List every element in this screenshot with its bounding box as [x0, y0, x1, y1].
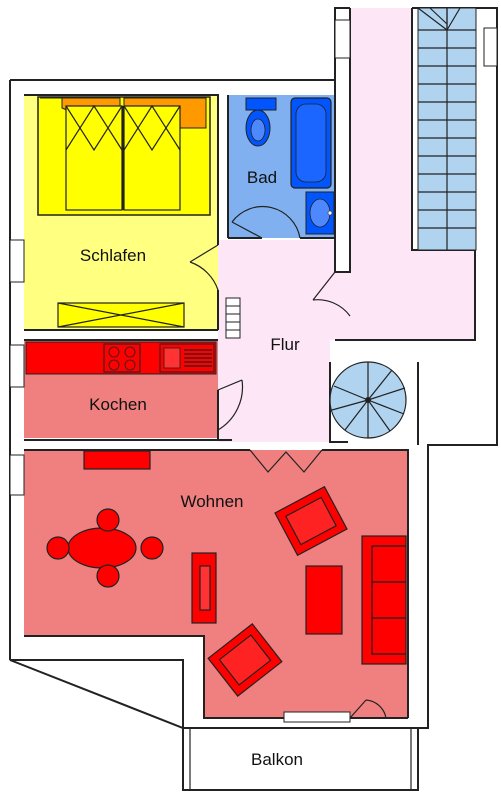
- window-balcony: [283, 711, 351, 723]
- blanket-right: [123, 105, 181, 211]
- blanket-left: [65, 105, 123, 211]
- label-schlafen: Schlafen: [80, 246, 146, 265]
- doors: [189, 205, 387, 719]
- door-wohnen: [249, 449, 323, 473]
- balcony-rail: [189, 728, 412, 790]
- window-wohnen: [9, 454, 25, 496]
- inner-wall-kochen: [24, 339, 232, 441]
- stairs-upper: [417, 7, 477, 251]
- chair-right: [140, 536, 164, 560]
- bathtub-inner: [295, 103, 327, 183]
- stove-burner-1: [108, 346, 120, 358]
- balcony: [182, 727, 419, 791]
- label-balkon: Balkon: [251, 750, 303, 769]
- window-schlafen: [9, 239, 25, 283]
- washbasin-bowl: [309, 198, 331, 228]
- stairs-winder: [417, 7, 461, 31]
- blanket-fold: [65, 104, 181, 152]
- sofa: [361, 535, 407, 665]
- chair-bottom: [96, 564, 120, 588]
- tv: [199, 565, 211, 611]
- flur-floor: [218, 8, 475, 340]
- armchair-top: [274, 485, 348, 557]
- window-top: [334, 19, 351, 59]
- chair-left: [46, 536, 70, 560]
- label-bad: Bad: [247, 168, 277, 187]
- spiral-core: [365, 397, 371, 403]
- washbasin-tap: [327, 210, 333, 216]
- bathroom-fixtures: [245, 97, 335, 235]
- chair-top: [96, 508, 120, 532]
- door-schlafen: [189, 244, 219, 291]
- door-stair: [312, 271, 351, 317]
- stove-burner-3: [108, 359, 120, 371]
- dining-table: [67, 527, 137, 569]
- inner-wall-wohnen: [24, 449, 409, 719]
- sink-basin: [163, 347, 181, 369]
- label-kochen: Kochen: [89, 395, 147, 414]
- toilet-seat: [250, 118, 266, 142]
- coffee-table: [305, 565, 343, 635]
- door-bad: [231, 205, 301, 239]
- window-right: [483, 27, 498, 67]
- door-balcony: [349, 699, 387, 719]
- sink-drainer: [184, 349, 212, 367]
- sideboard: [83, 450, 151, 470]
- inner-wall-flur-low: [329, 362, 419, 445]
- radiator-flur: [225, 297, 241, 339]
- sofa-cushions: [371, 545, 406, 655]
- label-wohnen: Wohnen: [180, 492, 243, 511]
- stove-burner-4: [124, 359, 136, 371]
- armchair-bottom: [207, 623, 283, 697]
- stove-burner-2: [124, 346, 136, 358]
- window-kochen: [9, 344, 25, 388]
- door-kochen: [217, 379, 244, 431]
- toilet-tank: [245, 97, 277, 111]
- wardrobe-x: [57, 302, 185, 328]
- inner-wall-schlafen: [24, 94, 219, 331]
- bed: [37, 96, 211, 328]
- spiral-steps: [331, 362, 406, 438]
- label-flur: Flur: [270, 335, 300, 354]
- kitchen-counter: [25, 341, 217, 375]
- windows: [9, 19, 498, 723]
- living-furniture: [46, 450, 407, 697]
- stairs-spiral: [329, 361, 407, 439]
- flur-lower-floor: [218, 340, 330, 442]
